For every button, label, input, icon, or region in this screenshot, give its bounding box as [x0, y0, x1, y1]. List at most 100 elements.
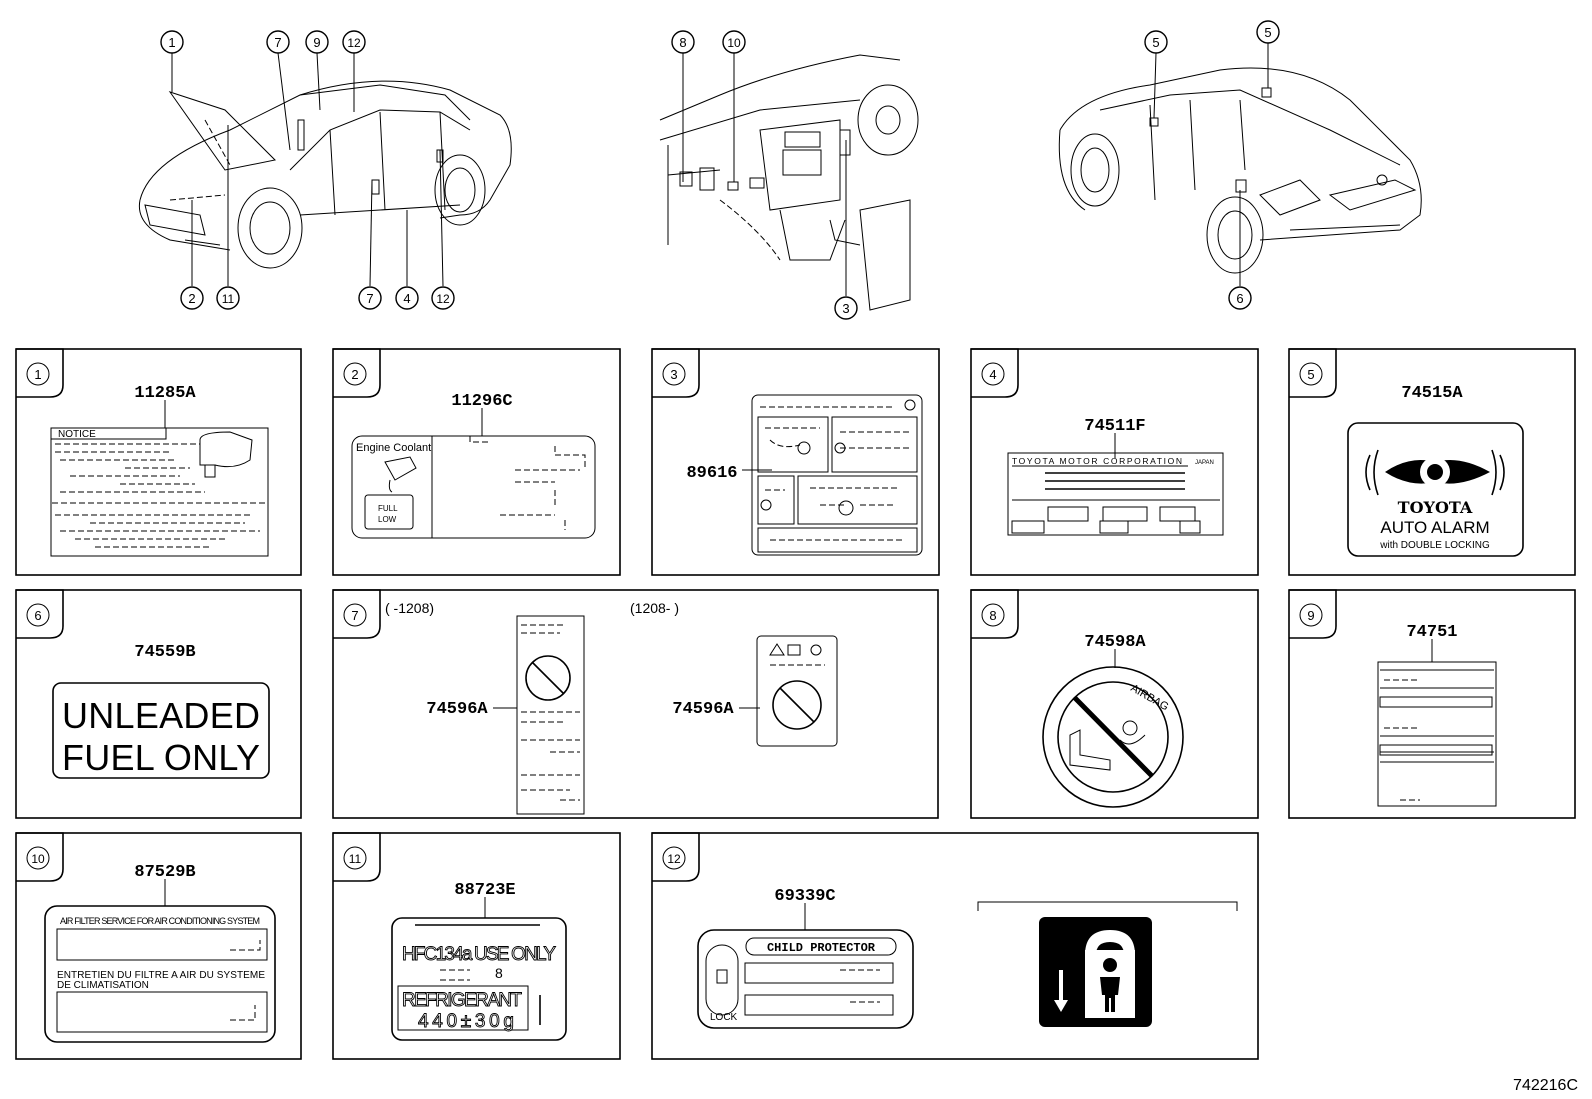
- callout-circle: 12: [431, 286, 455, 310]
- svg-text:FUEL ONLY: FUEL ONLY: [62, 737, 260, 778]
- svg-text:2: 2: [188, 291, 195, 306]
- svg-text:UNLEADED: UNLEADED: [62, 695, 260, 736]
- panel-2-label: 11296C Engine Coolant FULL LOW: [351, 392, 596, 539]
- svg-text:10: 10: [31, 852, 45, 866]
- svg-text:TOYOTA MOTOR CORPORATION: TOYOTA MOTOR CORPORATION: [1012, 456, 1182, 466]
- child-lock-icon: [1039, 917, 1152, 1027]
- svg-text:9: 9: [313, 35, 320, 50]
- panel-4-label: 74511F TOYOTA MOTOR CORPORATION JAPAN: [1007, 417, 1224, 536]
- svg-text:TOYOTA: TOYOTA: [1398, 498, 1473, 517]
- svg-text:11: 11: [222, 292, 235, 306]
- svg-text:AUTO ALARM: AUTO ALARM: [1380, 518, 1489, 537]
- panel-9-label: 74751: [1377, 623, 1497, 807]
- panel-tab: 12: [652, 832, 700, 882]
- figure-id: 742216C: [1513, 1077, 1578, 1094]
- part-number: 69339C: [774, 887, 835, 906]
- svg-text:HFC134a USE ONLY: HFC134a USE ONLY: [402, 944, 556, 965]
- callout-circle: 2: [180, 286, 204, 310]
- panel-tab: 10: [16, 832, 64, 882]
- svg-text:AIR FILTER SERVICE FOR AIR CON: AIR FILTER SERVICE FOR AIR CONDITIONING …: [60, 916, 260, 926]
- top-callouts: 1 2 7 9 12 7 4 12 11 8 10 3 5 5 6: [160, 20, 1280, 320]
- svg-text:7: 7: [366, 291, 373, 306]
- part-number: 11296C: [451, 392, 512, 411]
- svg-text:1: 1: [34, 367, 41, 382]
- panel-tab: 9: [1289, 589, 1337, 639]
- panel-7-label: ( -1208) (1208- ) 74596A 74596A: [385, 600, 838, 815]
- svg-text:( -1208): ( -1208): [385, 600, 434, 616]
- svg-text:4: 4: [403, 291, 410, 306]
- callout-circle: 7: [358, 286, 382, 310]
- rear-car-illustration: [1058, 67, 1422, 274]
- part-number: 74515A: [1401, 384, 1463, 403]
- panel-3-label: 89616: [686, 394, 923, 556]
- callout-circle: 1: [160, 30, 184, 54]
- panel-tab: 7: [333, 589, 381, 639]
- callout-circle: 5: [1256, 20, 1280, 44]
- panel-tab: 5: [1289, 348, 1337, 398]
- svg-text:REFRIGERANT: REFRIGERANT: [402, 990, 522, 1011]
- svg-text:CHILD PROTECTOR: CHILD PROTECTOR: [767, 941, 876, 955]
- panel-frames: [15, 348, 1576, 1060]
- panel-tab: 6: [16, 589, 64, 639]
- svg-text:ENTRETIEN DU FILTRE A AIR DU S: ENTRETIEN DU FILTRE A AIR DU SYSTEME: [57, 970, 265, 981]
- svg-text:5: 5: [1264, 25, 1271, 40]
- panel-tab: 1: [16, 348, 64, 398]
- part-number: 74596A: [426, 700, 488, 719]
- callout-circle: 12: [342, 30, 366, 54]
- panel-tab: 2: [333, 348, 381, 398]
- svg-text:8: 8: [679, 35, 686, 50]
- part-number: 89616: [686, 464, 737, 483]
- svg-text:9: 9: [1307, 608, 1314, 623]
- svg-text:with DOUBLE LOCKING: with DOUBLE LOCKING: [1379, 540, 1490, 551]
- svg-text:5: 5: [1307, 367, 1314, 382]
- svg-text:12: 12: [667, 852, 681, 866]
- panel-1-label: 11285A NOTICE: [50, 384, 269, 557]
- svg-text:6: 6: [1236, 291, 1243, 306]
- panel-10-label: 87529B AIR FILTER SERVICE FOR AIR CONDIT…: [44, 863, 276, 1043]
- panel-8-label: 74598A AIRBAG: [1042, 633, 1184, 808]
- part-number: 74511F: [1084, 417, 1145, 436]
- part-number: 88723E: [454, 881, 515, 900]
- part-number: 74596A: [672, 700, 734, 719]
- part-number: 87529B: [134, 863, 195, 882]
- part-number: 74559B: [134, 643, 195, 662]
- svg-text:3: 3: [842, 301, 849, 316]
- callout-circle: 10: [722, 30, 746, 54]
- panel-tab: 3: [652, 348, 700, 398]
- svg-text:10: 10: [727, 36, 741, 50]
- panel-tab: 11: [333, 832, 381, 882]
- front-car-illustration: [138, 80, 512, 269]
- svg-text:2: 2: [351, 367, 358, 382]
- svg-text:Engine Coolant: Engine Coolant: [356, 442, 431, 454]
- svg-text:11: 11: [349, 852, 362, 866]
- svg-text:FULL: FULL: [378, 504, 398, 513]
- svg-text:6: 6: [34, 608, 41, 623]
- svg-text:LOCK: LOCK: [710, 1012, 738, 1023]
- svg-text:4: 4: [989, 367, 996, 382]
- part-number: 74751: [1406, 623, 1457, 642]
- svg-text:7: 7: [351, 608, 358, 623]
- svg-text:DE CLIMATISATION: DE CLIMATISATION: [57, 980, 149, 991]
- interior-illustration: [659, 54, 919, 311]
- part-number: 11285A: [134, 384, 196, 403]
- panel-6-label: 74559B UNLEADED FUEL ONLY: [52, 643, 270, 779]
- svg-text:440±30g: 440±30g: [418, 1011, 514, 1032]
- callout-circle: 11: [216, 286, 240, 310]
- panel-number-tabs: 1 2 3 4 5 6 7 8 9 10 11 12: [16, 348, 1337, 882]
- svg-text:12: 12: [436, 292, 450, 306]
- svg-text:JAPAN: JAPAN: [1195, 460, 1214, 466]
- callout-circle: 4: [395, 286, 419, 310]
- svg-text:7: 7: [274, 35, 281, 50]
- callout-circle: 7: [266, 30, 290, 54]
- callout-circle: 3: [834, 296, 858, 320]
- svg-text:(1208- ): (1208- ): [630, 600, 679, 616]
- callout-circle: 8: [671, 30, 695, 54]
- svg-text:LOW: LOW: [378, 515, 397, 524]
- callout-circle: 9: [305, 30, 329, 54]
- panel-12-label: 69339C CHILD PROTECTOR LOCK: [697, 887, 1238, 1029]
- callout-circle: 5: [1144, 30, 1168, 54]
- panel-11-label: 88723E HFC134a USE ONLY 8 REFRIGERANT 44…: [391, 881, 567, 1041]
- svg-text:12: 12: [347, 36, 361, 50]
- panel-tab: 8: [971, 589, 1019, 639]
